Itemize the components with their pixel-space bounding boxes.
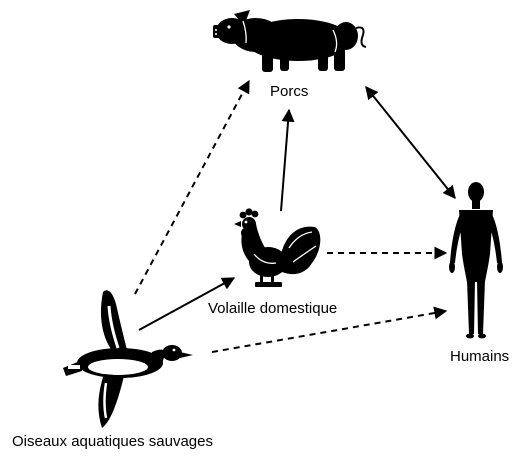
- arrow-birds-to-pigs: [135, 81, 249, 294]
- humans-label: Humains: [450, 349, 509, 364]
- poultry-label: Volaille domestique: [208, 301, 337, 316]
- pig-icon: [213, 10, 366, 72]
- arrow-pigs-humans-bidirectional: [366, 87, 455, 198]
- arrow-poultry-to-pigs: [281, 110, 289, 211]
- pigs-label: Porcs: [270, 84, 308, 99]
- rooster-icon: [234, 208, 320, 287]
- arrow-birds-to-humans: [212, 311, 446, 352]
- wild-birds-label: Oiseaux aquatiques sauvages: [12, 434, 213, 449]
- human-figure-icon: [449, 182, 503, 338]
